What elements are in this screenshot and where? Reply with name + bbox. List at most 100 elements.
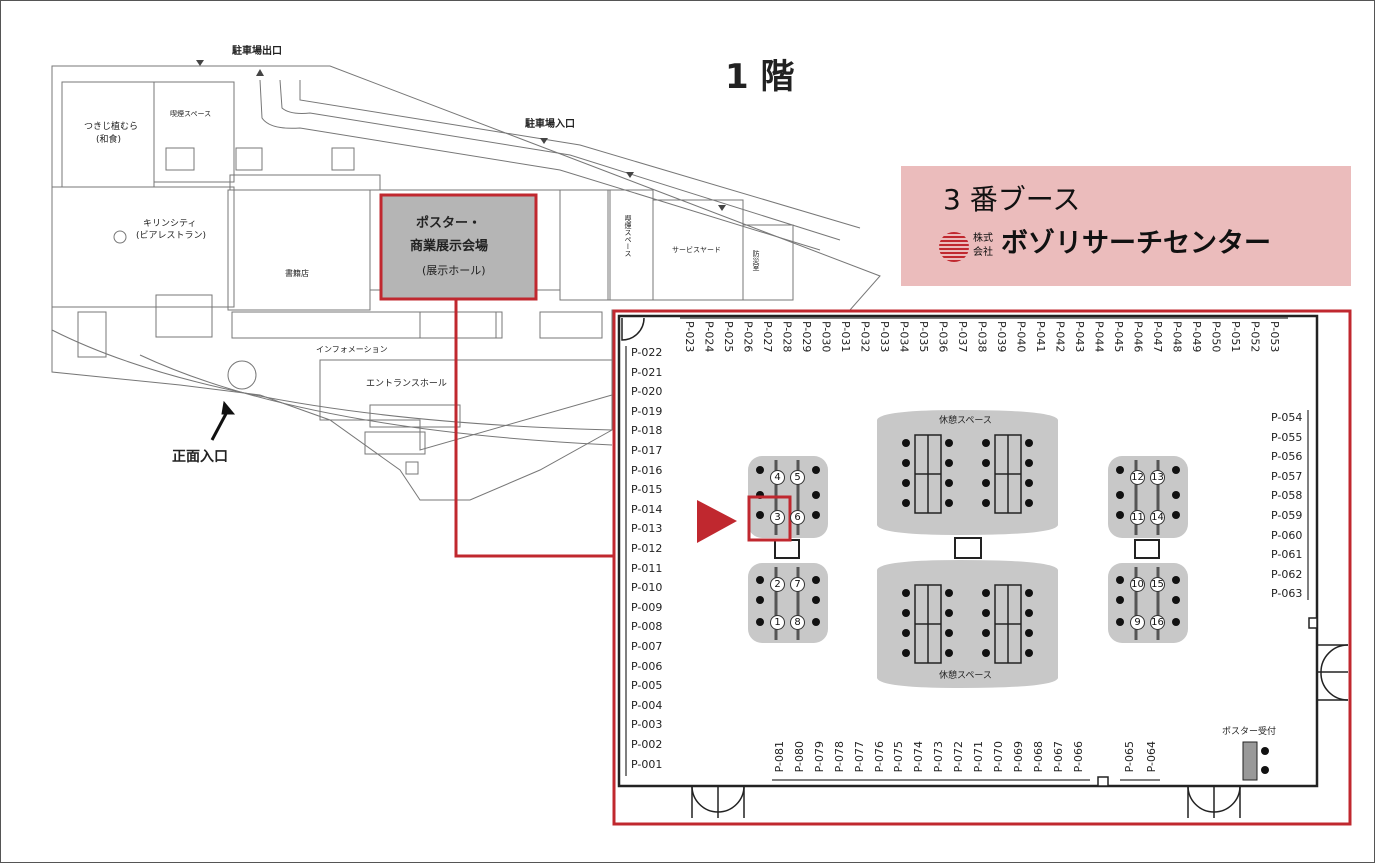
booth-marker: 12: [1130, 470, 1145, 485]
poster-label: P-071: [972, 741, 985, 773]
poster-label: P-042: [1053, 321, 1067, 353]
poster-label: P-021: [631, 365, 663, 379]
poster-label: P-074: [912, 741, 926, 773]
chair-marker: [1172, 466, 1180, 474]
chair-marker: [982, 459, 990, 467]
company-prefix-2: 会社: [973, 247, 993, 258]
rest-space-top-label: 休憩スペース: [939, 416, 992, 426]
chair-marker: [902, 459, 910, 467]
chair-marker: [902, 499, 910, 507]
poster-label: P-055: [1271, 430, 1303, 444]
smoking-space-label-2: 喫煙スペース: [624, 215, 632, 257]
smoking-space-label: 喫煙スペース: [170, 110, 212, 118]
poster-label: P-068: [1031, 741, 1045, 773]
chair-marker: [945, 629, 953, 637]
company-prefix-1: 株式: [973, 233, 993, 244]
poster-label: P-047: [1151, 321, 1164, 353]
poster-label: P-051: [1229, 321, 1242, 353]
booth-marker: 16: [1150, 615, 1165, 630]
chair-marker: [945, 609, 953, 617]
poster-label: P-065: [1123, 741, 1136, 773]
poster-label: P-039: [995, 321, 1008, 353]
poster-label: P-075: [892, 741, 906, 773]
poster-label: P-052: [1248, 321, 1262, 353]
poster-label: P-017: [631, 444, 663, 457]
chair-marker: [982, 629, 990, 637]
floor-title: 1 階: [725, 57, 795, 97]
chair-marker: [1025, 439, 1033, 447]
poster-label: P-034: [897, 321, 911, 353]
chair-marker: [982, 499, 990, 507]
poster-label: P-031: [839, 321, 852, 353]
booth-number-label: 3 番ブース: [943, 183, 1081, 216]
chair-marker: [1025, 589, 1033, 597]
poster-label: P-078: [832, 741, 846, 773]
booth-marker: 9: [1130, 615, 1145, 630]
entrance-hall-label: エントランスホール: [366, 379, 447, 389]
parking-entrance-label: 駐車場入口: [525, 119, 575, 130]
chair-marker: [1172, 576, 1180, 584]
poster-label: P-018: [631, 424, 663, 438]
poster-label: P-049: [1190, 321, 1203, 353]
poster-label: P-016: [631, 463, 663, 477]
poster-label: P-066: [1071, 741, 1085, 773]
chair-marker: [1116, 491, 1124, 499]
booth-marker: 6: [790, 510, 805, 525]
chair-marker: [902, 479, 910, 487]
chair-marker: [1172, 511, 1180, 519]
poster-label: P-062: [1271, 567, 1303, 581]
chair-marker: [1172, 618, 1180, 626]
chair-marker: [1116, 576, 1124, 584]
poster-label: P-008: [631, 620, 663, 634]
poster-label: P-029: [800, 321, 813, 353]
information-label: インフォメーション: [316, 345, 388, 354]
booth-callout: 3 番ブース 株式 会社 ボゾリサーチセンター: [901, 166, 1351, 286]
poster-label: P-020: [631, 385, 663, 399]
poster-label: P-056: [1271, 450, 1303, 464]
chair-marker: [812, 511, 820, 519]
chair-marker: [1025, 609, 1033, 617]
poster-label: P-032: [858, 321, 872, 353]
poster-label: P-027: [761, 321, 774, 353]
poster-label: P-069: [1011, 741, 1025, 773]
poster-label: P-050: [1209, 321, 1223, 353]
poster-label: P-053: [1268, 321, 1281, 353]
poster-label: P-033: [878, 321, 891, 353]
poster-label: P-079: [812, 741, 826, 773]
poster-label: P-063: [1271, 587, 1303, 601]
poster-label: P-011: [631, 561, 663, 575]
company-globe-logo: [939, 232, 969, 262]
chair-marker: [982, 589, 990, 597]
hall-title-line3: (展示ホール): [422, 264, 486, 277]
chair-marker: [902, 609, 910, 617]
chair-marker: [812, 596, 820, 604]
poster-label: P-061: [1271, 548, 1303, 562]
poster-label: P-057: [1271, 469, 1303, 483]
chair-marker: [756, 618, 764, 626]
restaurant-label: つきじ植むら: [84, 122, 139, 132]
poster-label: P-012: [631, 542, 663, 555]
poster-label: P-070: [991, 741, 1005, 773]
chair-marker: [902, 629, 910, 637]
chair-marker: [1025, 499, 1033, 507]
kirin-label: キリンシティ: [143, 219, 197, 229]
disaster-room-label: 防災室: [752, 250, 760, 271]
poster-label: P-067: [1051, 741, 1065, 773]
poster-label: P-030: [819, 321, 833, 353]
poster-label: P-004: [631, 698, 663, 712]
booth-marker: 3: [770, 510, 785, 525]
chair-marker: [945, 459, 953, 467]
chair-marker: [812, 618, 820, 626]
poster-label: P-081: [773, 741, 786, 773]
poster-label: P-072: [952, 741, 966, 773]
poster-label: P-043: [1073, 321, 1086, 353]
chair-marker: [902, 649, 910, 657]
poster-label: P-003: [631, 718, 663, 732]
booth-marker: 13: [1150, 470, 1165, 485]
booth-marker: 8: [790, 615, 805, 630]
poster-label: P-046: [1131, 321, 1145, 353]
poster-label: P-060: [1271, 528, 1303, 542]
poster-label: P-002: [631, 738, 663, 751]
chair-marker: [1172, 596, 1180, 604]
chair-marker: [902, 439, 910, 447]
